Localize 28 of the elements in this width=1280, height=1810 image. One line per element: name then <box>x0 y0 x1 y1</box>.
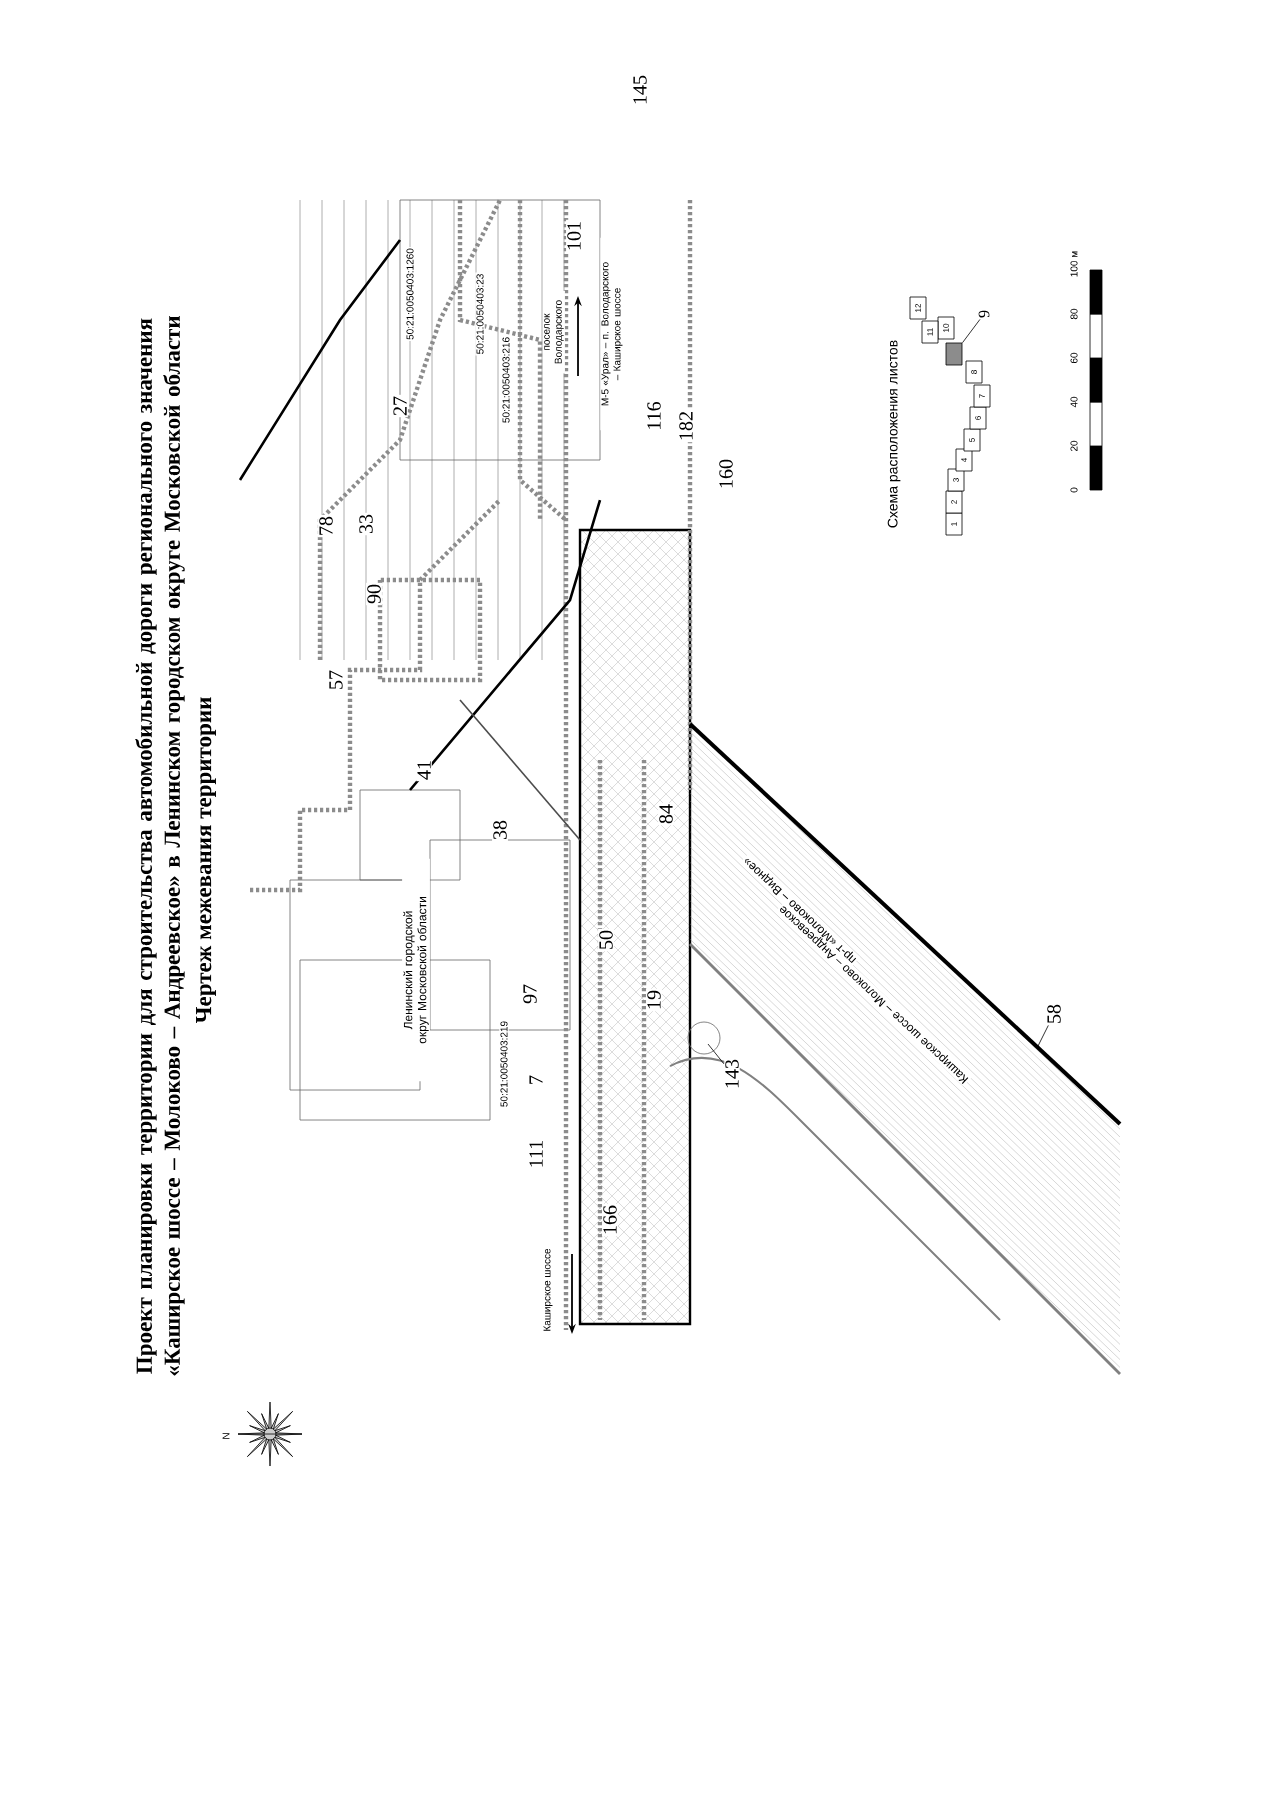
parcel-number: 19 <box>646 988 662 1012</box>
parcel-number: 84 <box>658 802 674 826</box>
parcel-number: 97 <box>522 982 538 1006</box>
callout-number: 58 <box>1046 1003 1062 1025</box>
parcel-number: 38 <box>492 818 508 842</box>
parcel-number: 78 <box>318 514 334 538</box>
parcel-number: 7 <box>528 1073 544 1087</box>
parcel-number: 160 <box>718 457 734 491</box>
parcel-number: 41 <box>416 758 432 782</box>
leader-line <box>1037 1025 1049 1047</box>
parcel-number: 111 <box>528 1138 544 1170</box>
parcel-number: 182 <box>678 409 694 443</box>
parcel-number: 166 <box>602 1203 618 1237</box>
parcel-number: 27 <box>392 394 408 418</box>
callout-number: 143 <box>724 1058 740 1090</box>
page-number: 145 <box>632 73 648 107</box>
parcel-number: 116 <box>646 400 662 432</box>
leader-line <box>962 319 981 344</box>
parcel-number: 57 <box>328 668 344 692</box>
parcel-number: 101 <box>566 219 582 253</box>
parcel-number: 90 <box>366 582 382 606</box>
subtitle: Чертеж межевания территории <box>194 695 218 1025</box>
parcel-number: 33 <box>358 512 374 536</box>
leader-line <box>707 1043 725 1065</box>
title: Проект планировки территории для строительства автомобильной дороги регионального значения «Каширское шоссе – Молоково – Андреевское» в Ленинском городском округе Московской области <box>135 316 185 1376</box>
parcel-number: 50 <box>598 928 614 952</box>
shaded-sheet-box <box>945 342 963 366</box>
callout-number: 9 <box>978 310 990 318</box>
